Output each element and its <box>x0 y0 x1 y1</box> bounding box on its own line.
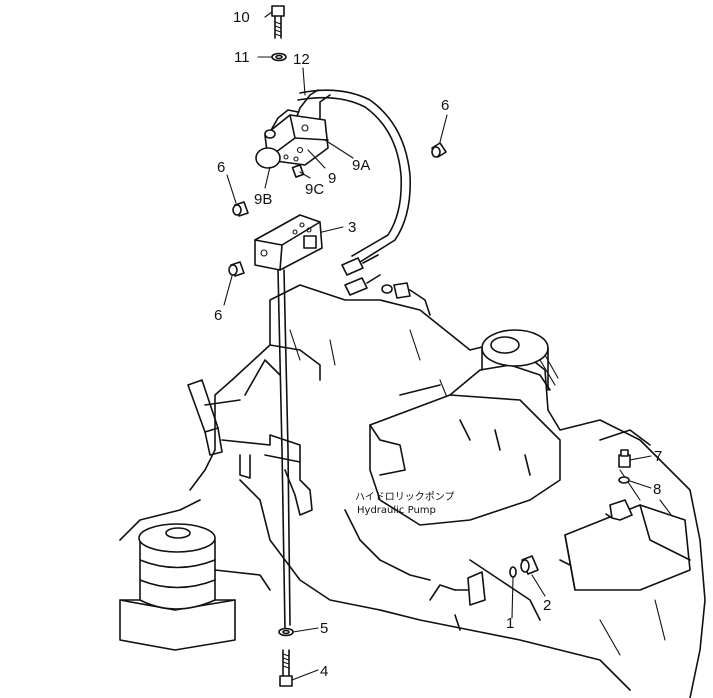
elbow-fitting <box>605 499 633 521</box>
callout-labels: 10 11 12 6 9A 9 9C 9B 6 3 6 7 8 2 1 5 4 <box>214 9 662 680</box>
bolt-4 <box>279 649 293 687</box>
valve-block-3 <box>254 214 323 271</box>
hose-fittings <box>341 254 431 316</box>
plug-6-left <box>232 201 249 217</box>
callout-6-bottom: 6 <box>214 307 222 324</box>
lever-bracket <box>187 379 313 516</box>
callout-8: 8 <box>653 481 661 498</box>
plug-2 <box>520 555 539 575</box>
callout-5: 5 <box>320 620 328 637</box>
callout-2: 2 <box>543 597 551 614</box>
oring-8 <box>618 476 630 484</box>
callout-10: 10 <box>233 9 250 26</box>
bolt-10 <box>271 5 285 39</box>
left-cylinder-unit <box>119 523 271 651</box>
vertical-rod <box>277 269 291 631</box>
fitting-1 <box>429 566 517 631</box>
callout-11: 11 <box>234 49 250 66</box>
plug-6-top-right <box>431 142 447 158</box>
callout-7: 7 <box>654 448 662 465</box>
plug-6-bottom <box>228 261 245 277</box>
callout-9: 9 <box>328 170 336 187</box>
callout-6-top: 6 <box>441 97 449 114</box>
pump-housing <box>369 329 561 526</box>
leader-lines <box>223 11 652 681</box>
callout-9a: 9A <box>352 157 370 174</box>
plug-7 <box>618 449 631 468</box>
callout-9b: 9B <box>254 191 272 208</box>
callout-12: 12 <box>293 51 310 68</box>
control-valve-9 <box>255 114 329 178</box>
callout-3: 3 <box>348 219 356 236</box>
hydraulic-pump-label: ハイドロリックポンプ Hydraulic Pump <box>355 491 455 516</box>
callout-1: 1 <box>506 615 514 632</box>
washer-11 <box>271 52 287 62</box>
callout-6-left: 6 <box>217 159 225 176</box>
washer-5 <box>278 627 294 637</box>
pump-label-jp: ハイドロリックポンプ <box>355 491 455 503</box>
callout-9c: 9C <box>305 181 324 198</box>
right-pump-block <box>564 429 691 591</box>
pump-label-en: Hydraulic Pump <box>357 505 436 516</box>
callout-4: 4 <box>320 663 328 680</box>
